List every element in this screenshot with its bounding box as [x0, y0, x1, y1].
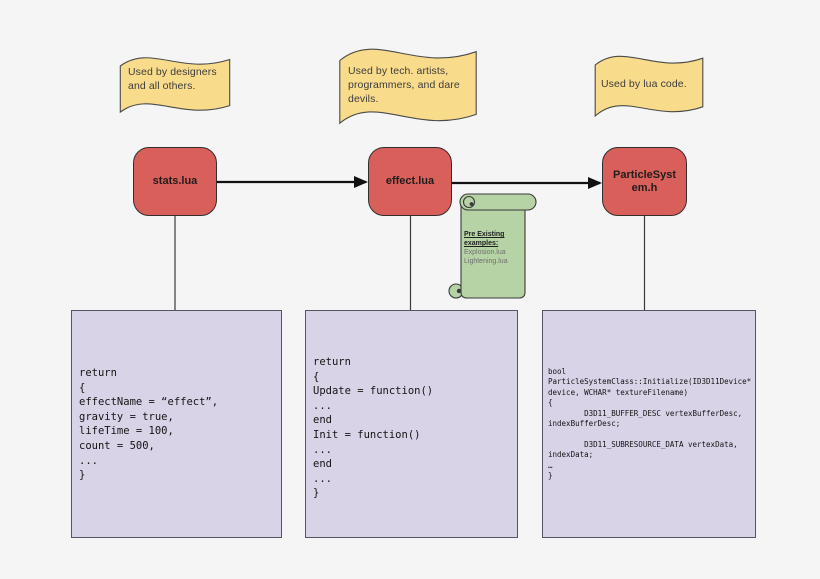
- wave-banner-shape: [594, 55, 704, 118]
- banner-label: Used by tech. artists, programmers, and …: [348, 65, 460, 105]
- code-text: bool ParticleSystemClass::Initialize(ID3…: [548, 367, 752, 481]
- node-effect-lua: effect.lua: [368, 147, 452, 216]
- wave-banner-shape: [119, 57, 231, 114]
- banner-label: Used by lua code.: [601, 78, 687, 90]
- scroll-shape: [448, 193, 537, 299]
- scroll-title: Pre Existing examples:: [464, 231, 505, 247]
- scroll-item: Explosion.lua: [464, 249, 506, 256]
- node-label: ParticleSystem.h: [613, 168, 676, 194]
- node-stats-lua: stats.lua: [133, 147, 217, 216]
- code-box-particlesystem-h: bool ParticleSystemClass::Initialize(ID3…: [542, 310, 756, 538]
- node-particlesystem-h: ParticleSystem.h: [602, 147, 687, 216]
- code-box-effect-lua: return { Update = function() ... end Ini…: [305, 310, 518, 538]
- scroll-text: Pre Existing examples: Explosion.lua Lig…: [464, 230, 526, 266]
- scroll-note-pre-existing-examples: Pre Existing examples: Explosion.lua Lig…: [448, 192, 540, 302]
- code-text: return { effectName = “effect”, gravity …: [79, 367, 219, 482]
- scroll-item: Lightening.lua: [464, 258, 508, 265]
- node-label: stats.lua: [152, 175, 198, 187]
- banner-label: Used by designers and all others.: [128, 66, 217, 92]
- banner-used-by-tech-artists: Used by tech. artists, programmers, and …: [337, 36, 479, 134]
- wave-banner-shape: [339, 48, 477, 125]
- node-label: effect.lua: [385, 175, 435, 187]
- banner-used-by-designers: Used by designers and all others.: [118, 48, 232, 120]
- banner-used-by-lua-code: Used by lua code.: [593, 46, 705, 122]
- code-text: return { Update = function() ... end Ini…: [313, 356, 434, 500]
- code-box-stats-lua: return { effectName = “effect”, gravity …: [71, 310, 282, 538]
